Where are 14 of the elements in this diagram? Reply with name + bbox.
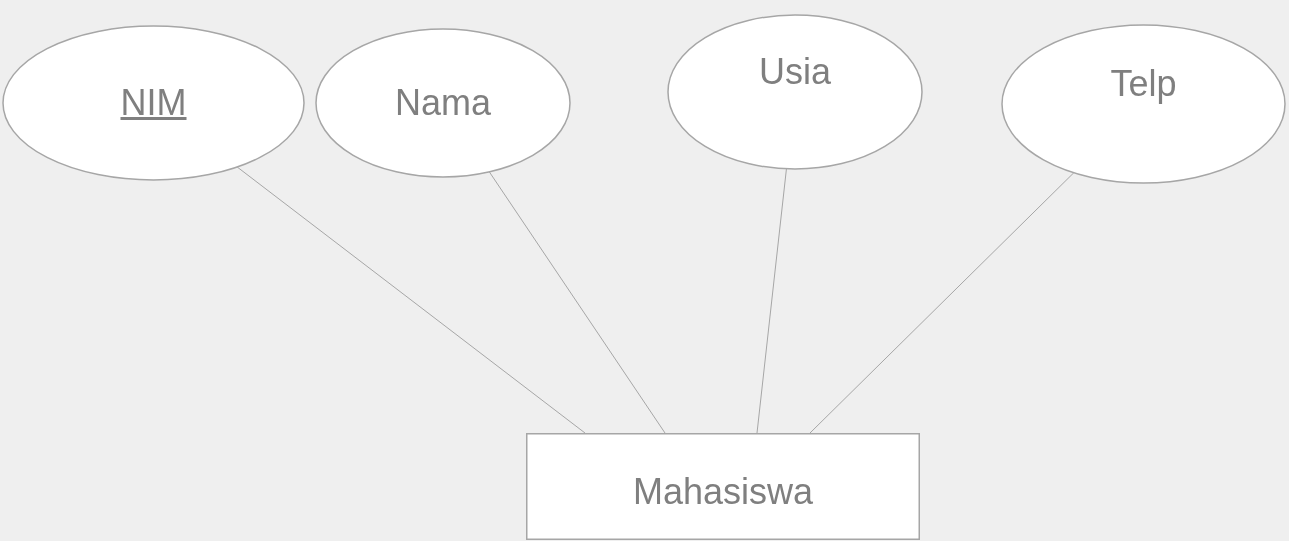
key-attribute-label: NIM [120, 82, 187, 124]
connector-line [809, 172, 1075, 434]
attribute-label: Usia [759, 51, 831, 93]
attribute-ellipse [667, 14, 923, 170]
entity-label: Mahasiswa [632, 470, 814, 513]
attribute-label: Nama [395, 82, 491, 124]
attribute-ellipse [1001, 24, 1286, 184]
connector-line [236, 166, 586, 434]
connector-line [488, 171, 666, 434]
attribute-label: Telp [1110, 63, 1177, 105]
connector-line [756, 168, 787, 434]
attribute-ellipse [2, 25, 305, 181]
entity-box [526, 433, 920, 540]
attribute-ellipse [315, 28, 571, 178]
